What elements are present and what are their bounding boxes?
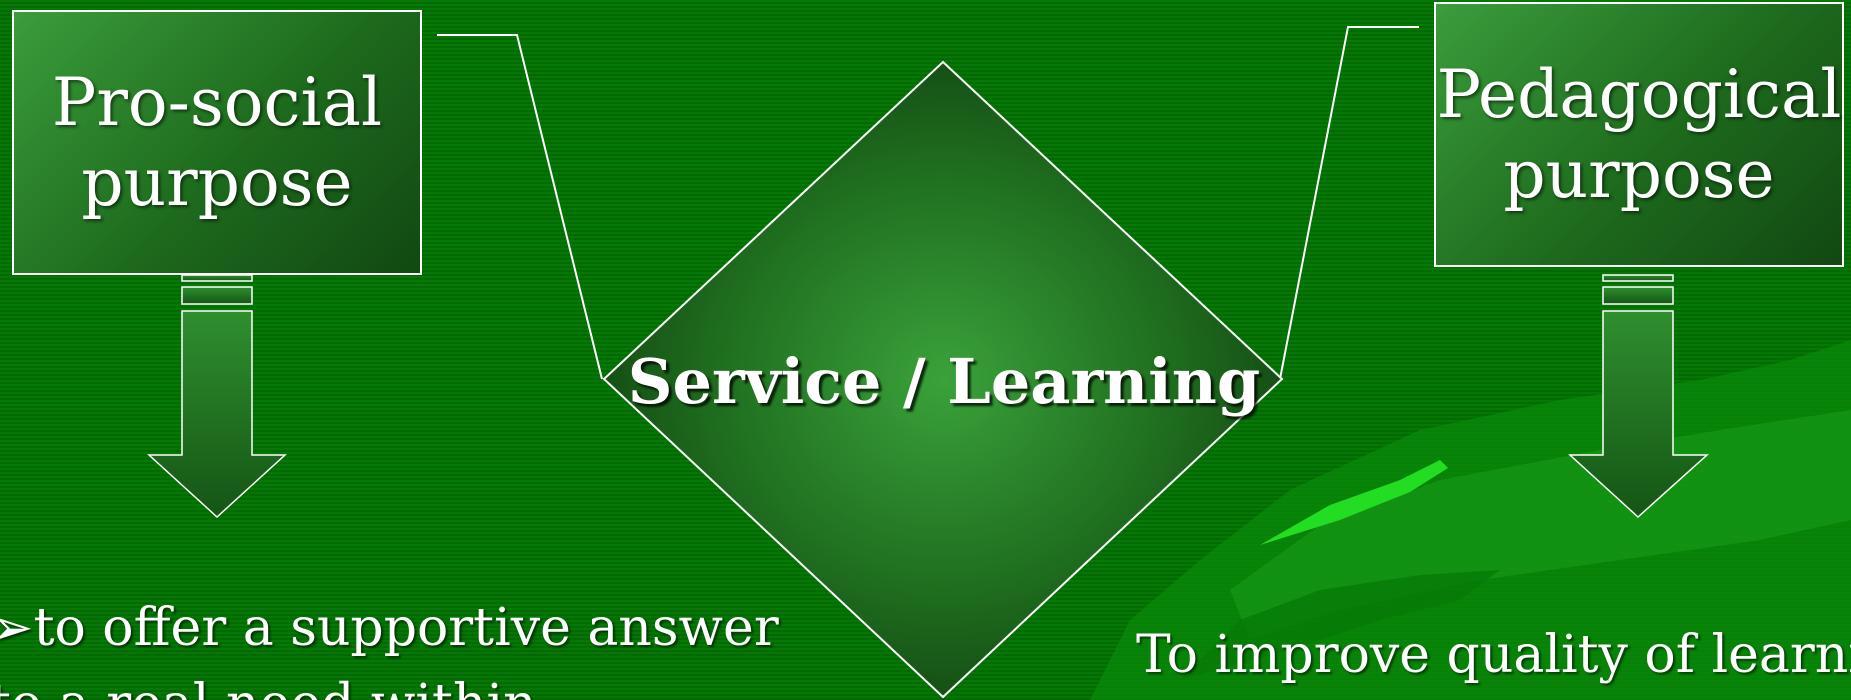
pro-social-title-line1: Pro-social: [51, 64, 383, 142]
pedagogical-purpose-box: Pedagogical purpose: [1434, 2, 1844, 267]
pedagogical-title-line1: Pedagogical: [1436, 56, 1842, 134]
pro-social-description-text1: to offer a supportive answer: [33, 598, 779, 658]
pro-social-description-line2: to a real need within: [0, 674, 537, 700]
left-down-arrow: [147, 274, 287, 519]
pro-social-purpose-box: Pro-social purpose: [12, 10, 422, 275]
pro-social-description-line1: ➢to offer a supportive answer: [0, 598, 779, 658]
service-learning-label: Service / Learning: [627, 345, 1261, 418]
connector-left: [437, 34, 603, 380]
pedagogical-title-line2: purpose: [1503, 135, 1775, 213]
arrow-bullet-icon: ➢: [0, 598, 34, 658]
service-learning-diamond: [602, 60, 1284, 699]
right-down-arrow: [1568, 274, 1709, 519]
pedagogical-description: To improve quality of learning: [1136, 625, 1851, 685]
pro-social-title-line2: purpose: [81, 143, 353, 221]
connector-right: [1279, 26, 1419, 380]
